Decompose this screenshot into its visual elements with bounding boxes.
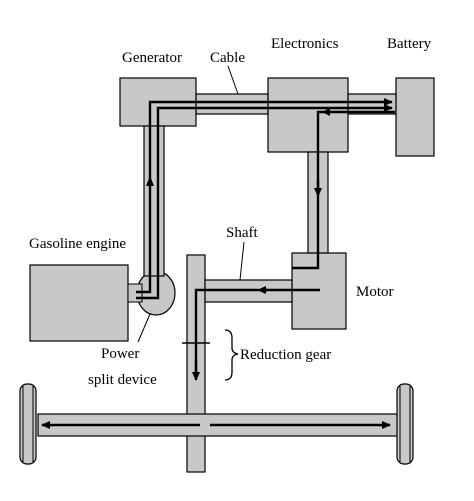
battery-label: Battery	[387, 36, 432, 52]
generator-label: Generator	[122, 50, 182, 66]
reduction-gear-brace	[224, 329, 239, 381]
up-arrow-icon	[146, 176, 154, 186]
power-split-label-1: Power	[101, 346, 139, 362]
flow-lines	[41, 98, 395, 429]
battery-box	[395, 77, 435, 157]
left-arrow-icon	[322, 108, 330, 116]
gasoline-engine-label: Gasoline engine	[29, 236, 126, 252]
power-split-label-2: split device	[88, 372, 157, 388]
cable-band	[195, 93, 269, 115]
electronics-label: Electronics	[271, 36, 339, 52]
right-wheel	[396, 383, 414, 465]
cable-label: Cable	[210, 50, 245, 66]
shaft-label: Shaft	[226, 225, 258, 241]
reduction-gear-label: Reduction gear	[240, 347, 331, 363]
electronics-box	[267, 77, 349, 153]
motor-label: Motor	[356, 284, 394, 300]
left-wheel	[19, 383, 37, 465]
gasoline-engine-box	[29, 264, 129, 342]
generator-shaft	[143, 125, 165, 277]
